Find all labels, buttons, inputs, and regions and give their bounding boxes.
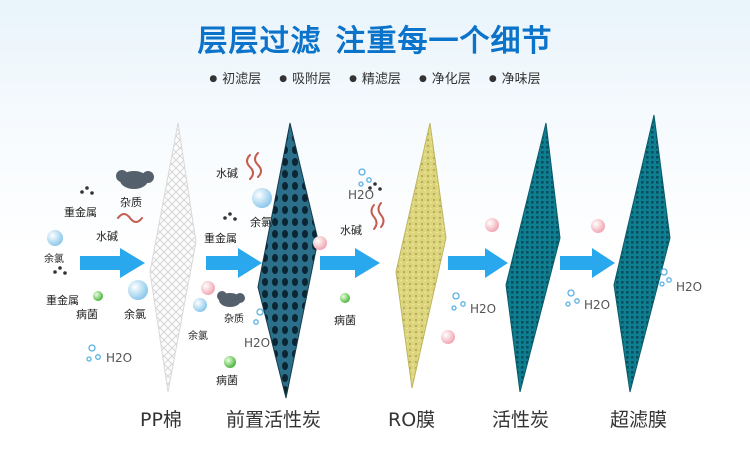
page-title: 层层过滤注重每一个细节 <box>0 16 750 60</box>
flow-arrow-3 <box>320 248 380 278</box>
layer-item-1: 初滤层 <box>209 68 261 87</box>
water-label: H2O <box>348 188 375 202</box>
flow-arrow-1 <box>80 248 145 278</box>
heavy-metal-dots <box>53 182 382 275</box>
chlorine-tag: 余氯 <box>188 331 208 342</box>
chlorine-ball <box>47 230 63 246</box>
bacteria-tag: 病菌 <box>334 314 356 327</box>
chlorine-ball <box>252 188 272 208</box>
alkali-tag: 水碱 <box>340 224 362 237</box>
bacteria-ball <box>340 293 350 303</box>
alkali-worms <box>117 152 385 230</box>
flow-arrow-2 <box>206 248 262 278</box>
layer-legend: 初滤层 吸附层 精滤层 净化层 净味层 <box>0 68 750 87</box>
water-droplets <box>86 168 672 362</box>
particle-ball <box>591 219 605 233</box>
carbon-panel-front <box>257 122 319 399</box>
water-label: H2O <box>676 280 703 294</box>
bacteria-tag: 病菌 <box>216 374 238 387</box>
heavy-metal-tag: 重金属 <box>64 206 97 219</box>
particle-ball <box>201 281 215 295</box>
alkali-tag: 水碱 <box>216 167 238 180</box>
impurity-tag: 杂质 <box>120 196 142 209</box>
water-label: H2O <box>244 336 271 350</box>
heavy-metal-tag: 重金属 <box>204 232 237 245</box>
chlorine-tag: 余氯 <box>250 216 272 229</box>
chlorine-tag: 余氯 <box>44 254 64 265</box>
stage-label-uf: 超滤膜 <box>610 409 668 431</box>
alkali-tag: 水碱 <box>96 230 118 243</box>
flow-arrow-4 <box>448 248 508 278</box>
impurity-tag: 杂质 <box>224 314 244 325</box>
chlorine-ball <box>193 298 207 312</box>
flow-arrow-5 <box>560 248 615 278</box>
title-part-1: 层层过滤 <box>197 24 322 59</box>
ro-membrane-panel <box>395 122 447 389</box>
water-label: H2O <box>106 351 133 365</box>
activated-carbon-panel <box>505 122 561 393</box>
chlorine-tag: 余氯 <box>124 308 146 321</box>
title-part-2: 注重每一个细节 <box>335 24 553 59</box>
stage-label-carbon: 活性炭 <box>492 409 550 431</box>
stage-label-ro: RO膜 <box>388 409 436 431</box>
bacteria-ball <box>93 291 103 301</box>
layer-item-5: 净味层 <box>489 68 541 87</box>
ultrafiltration-panel <box>613 114 671 393</box>
chlorine-ball <box>128 280 148 300</box>
flow-arrows <box>80 248 615 278</box>
bacteria-ball <box>224 356 236 368</box>
heavy-metal-tag: 重金属 <box>46 294 79 307</box>
bacteria-tag: 病菌 <box>76 308 98 321</box>
layer-item-2: 吸附层 <box>279 68 331 87</box>
impurity-blobs <box>116 170 245 307</box>
layer-item-4: 净化层 <box>419 68 471 87</box>
water-label: H2O <box>584 298 611 312</box>
particle-ball <box>441 330 455 344</box>
stage-label-pp: PP棉 <box>140 409 182 431</box>
particle-ball <box>485 218 499 232</box>
particle-ball <box>313 236 327 250</box>
pp-cotton-panel <box>149 122 197 393</box>
stage-label-pre-carbon: 前置活性炭 <box>226 409 322 431</box>
water-label: H2O <box>470 302 497 316</box>
layer-item-3: 精滤层 <box>349 68 401 87</box>
